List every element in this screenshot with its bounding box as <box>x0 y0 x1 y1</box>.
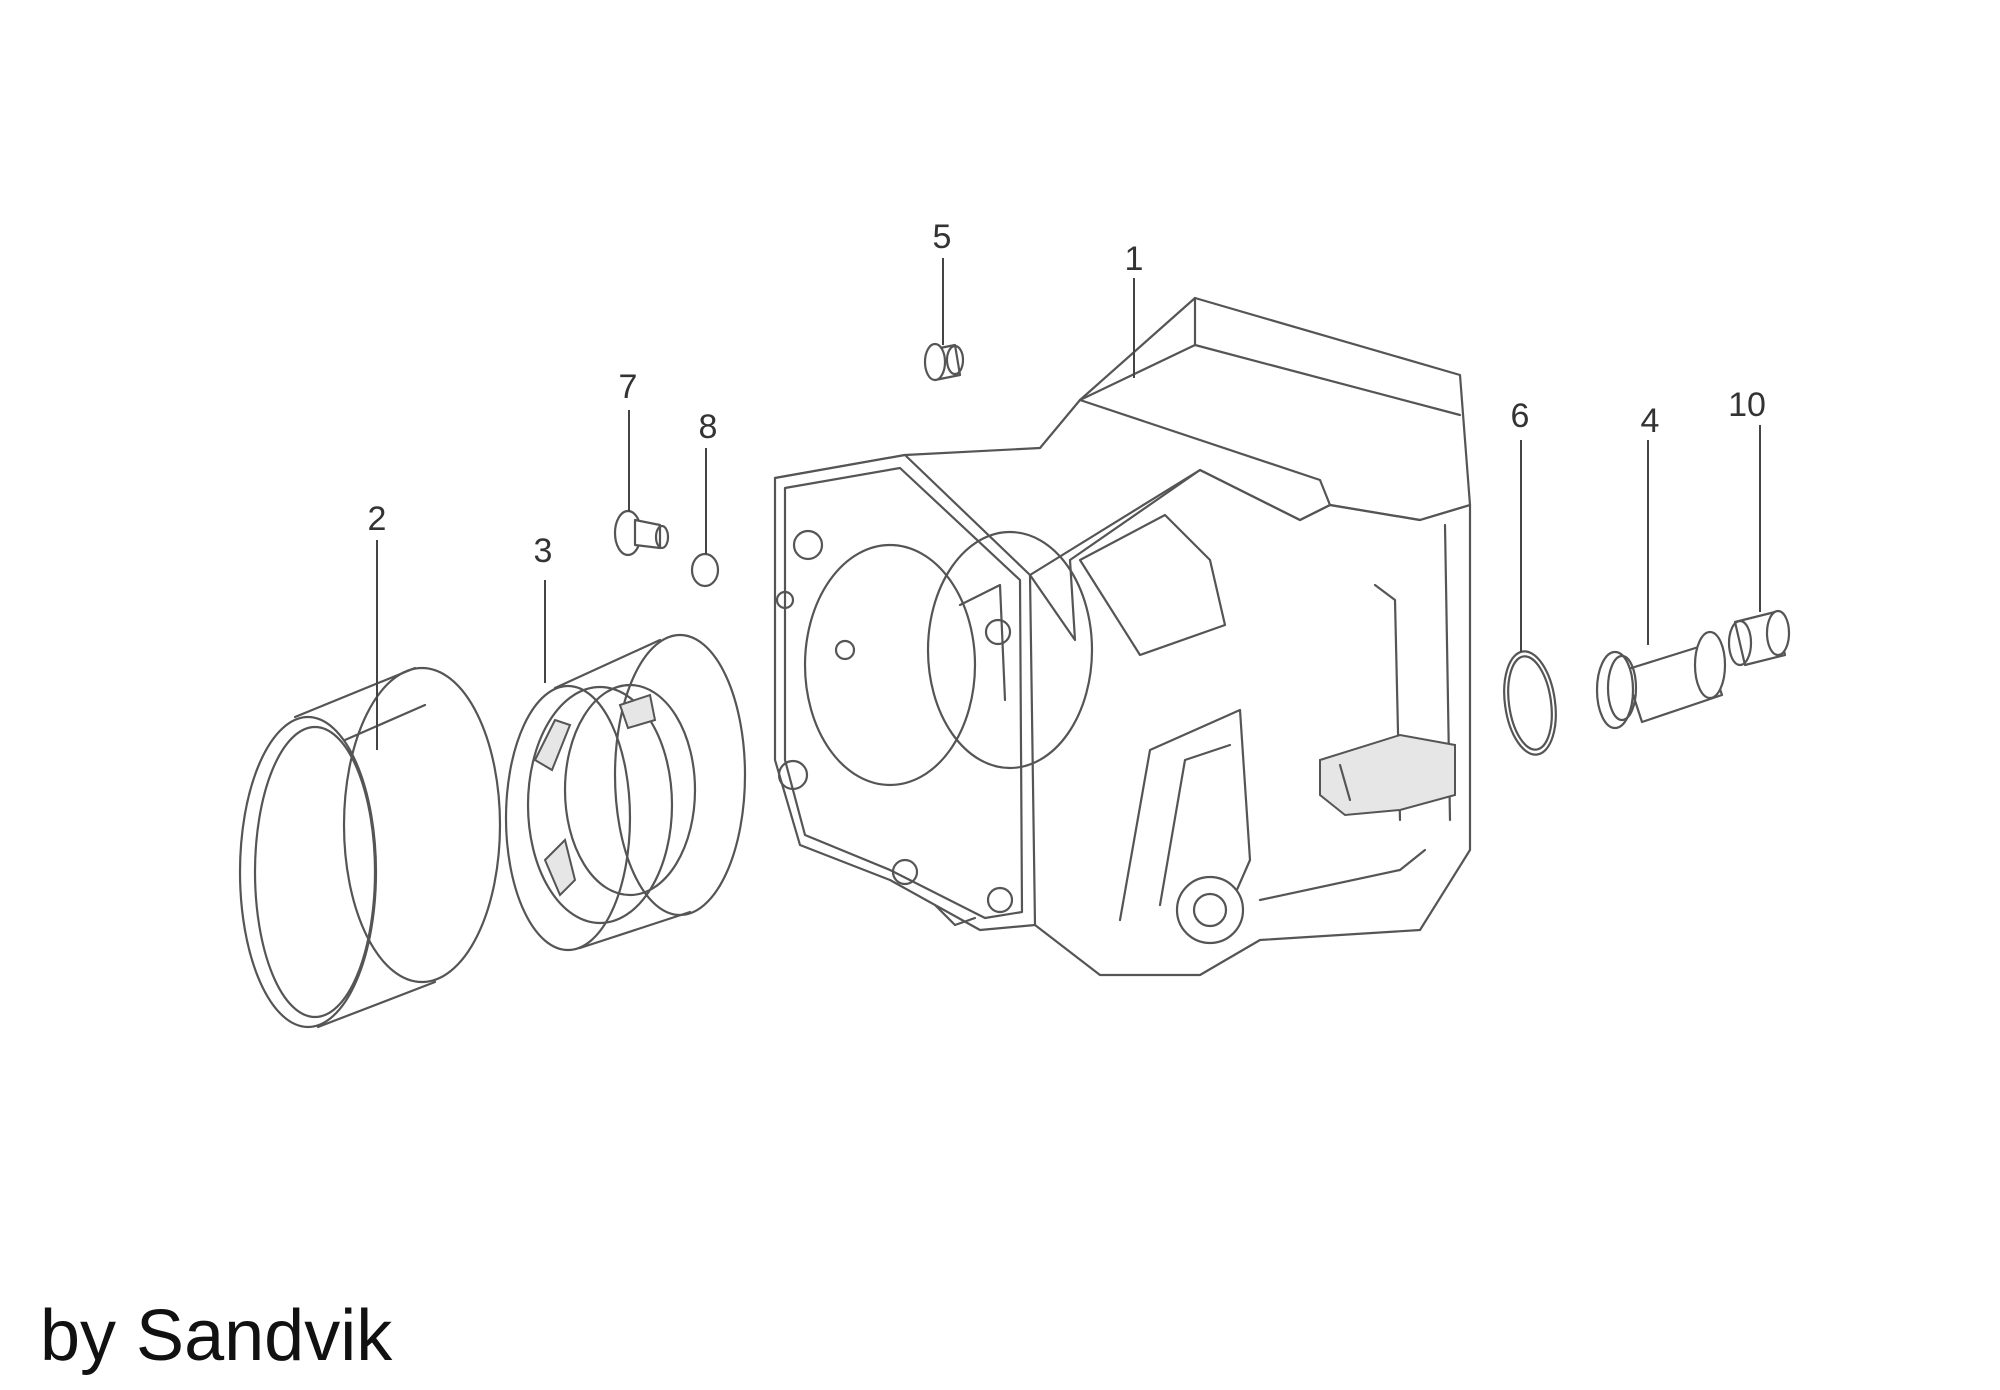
callout-labels: 1 2 3 4 5 6 7 8 10 <box>368 218 1766 570</box>
callout-6: 6 <box>1511 397 1530 435</box>
part-7-fitting <box>613 509 670 557</box>
callout-8: 8 <box>699 408 718 446</box>
part-1-housing <box>773 296 1472 977</box>
part-10-pin <box>1727 609 1791 667</box>
callout-10: 10 <box>1728 386 1766 424</box>
callout-5: 5 <box>933 218 952 256</box>
callout-3: 3 <box>534 532 553 570</box>
callout-1: 1 <box>1125 240 1144 278</box>
part-4-plug <box>1595 630 1727 730</box>
callout-leaders <box>376 258 1761 750</box>
callout-2: 2 <box>368 500 387 538</box>
part-6-o-ring <box>1503 650 1557 756</box>
part-2-outer-ring <box>238 666 502 1029</box>
part-3-bearing <box>504 633 747 952</box>
credit-text: by Sandvik <box>40 1296 393 1376</box>
callout-4: 4 <box>1641 402 1660 440</box>
callout-7: 7 <box>619 368 638 406</box>
part-5-screw-plug <box>923 342 965 382</box>
part-8-small-o-ring <box>690 552 720 588</box>
